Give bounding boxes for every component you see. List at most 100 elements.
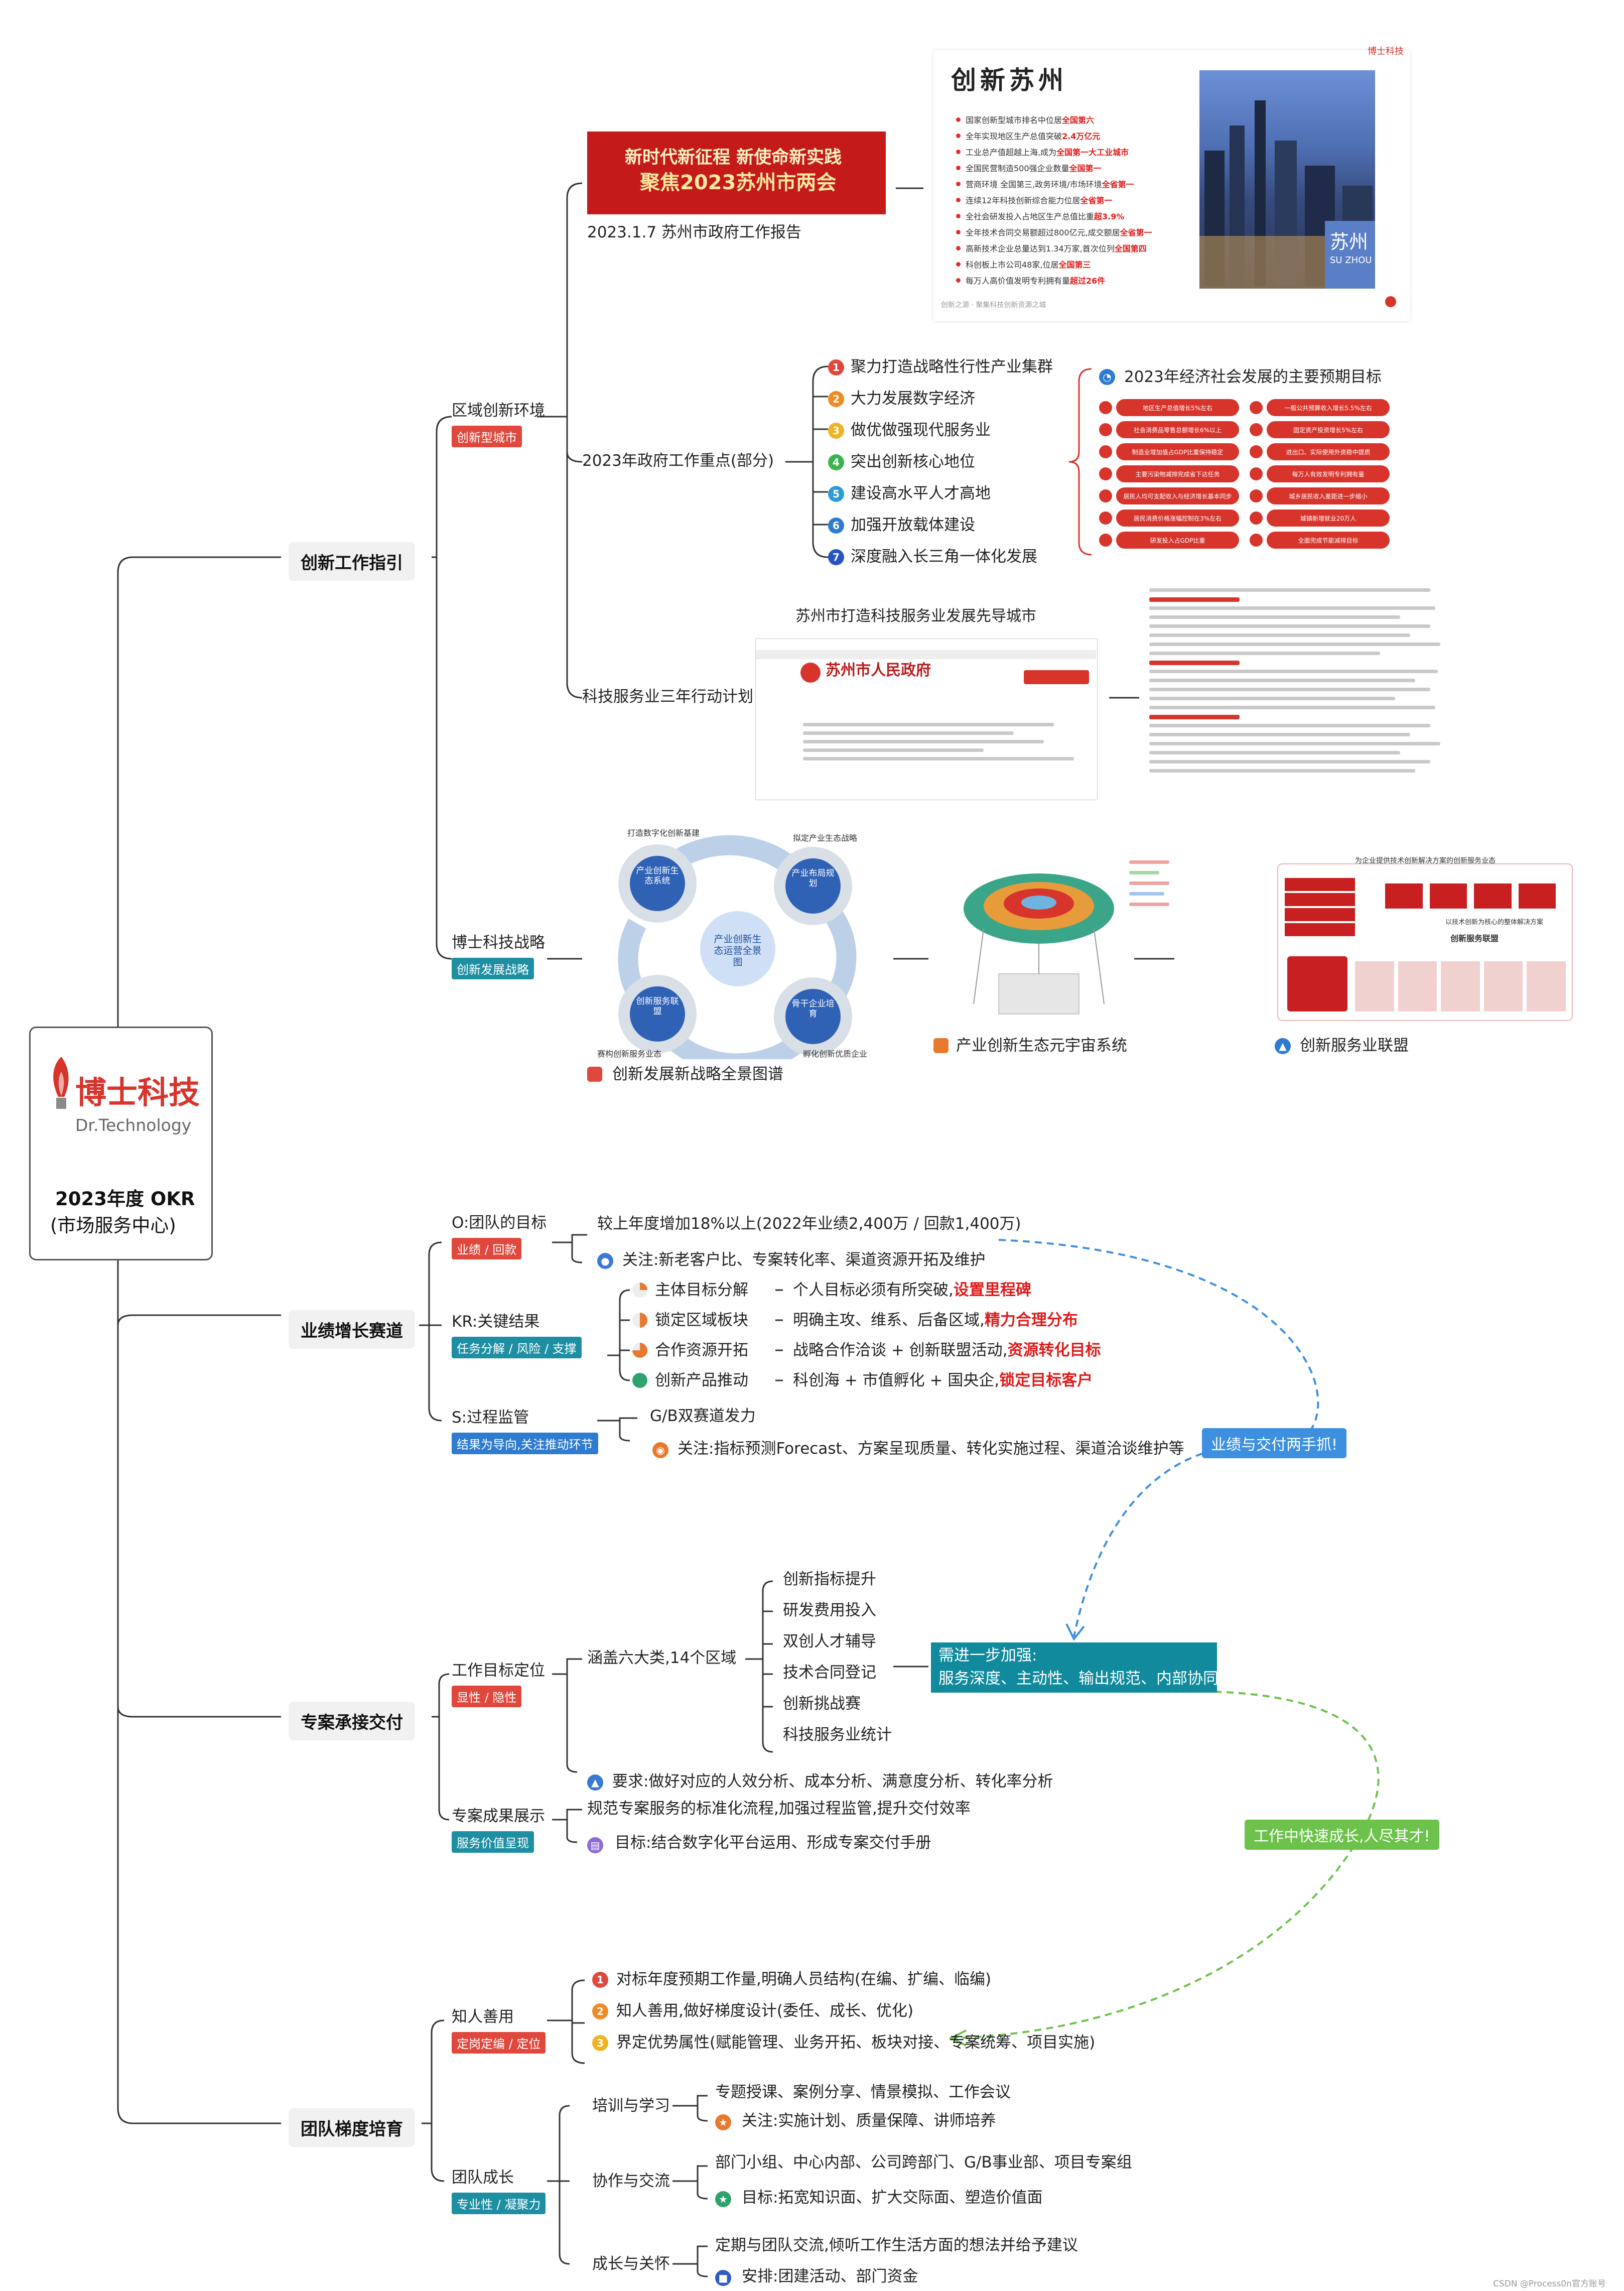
strategy-monitoring[interactable]: S:过程监管	[452, 1409, 529, 1427]
doc-text-line	[1149, 588, 1430, 592]
monitoring-item: G/B双赛道发力	[650, 1407, 756, 1425]
bullet-icon	[956, 197, 961, 202]
kr-item-name[interactable]: 合作资源开拓	[655, 1341, 748, 1359]
bullet-icon	[956, 165, 961, 170]
number-5-icon: 5	[828, 486, 844, 502]
showcase-target: 目标:结合数字化平台运用、形成专案交付手册	[615, 1834, 931, 1852]
suzhou-highlight-text: 科创板上市公司48家,位居	[966, 260, 1059, 270]
focus-item[interactable]: 加强开放载体建设	[851, 516, 975, 534]
focus-item[interactable]: 大力发展数字经济	[851, 390, 975, 408]
coverage: 涵盖六大类,14个区域	[587, 1649, 737, 1667]
care-focus: 安排:团建活动、部门资金	[742, 2267, 918, 2285]
talent-item: 对标年度预期工作量,明确人员结构(在编、扩编、临编)	[616, 1970, 992, 1988]
alliance-left-column	[1285, 876, 1355, 938]
gov-site-navbar	[756, 650, 1096, 659]
wheel-node: 产业布局规划	[791, 868, 835, 889]
focus-item[interactable]: 做优做强现代服务业	[851, 421, 991, 439]
goal-tile: 城乡居民收入差距进一步缩小	[1267, 487, 1390, 504]
service-category[interactable]: 科技服务业统计	[783, 1726, 892, 1744]
showcase-item: 规范专案服务的标准化流程,加强过程监管,提升交付效率	[587, 1800, 971, 1818]
objective[interactable]: O:团队的目标	[452, 1214, 547, 1232]
wheel-node: 创新服务联盟	[636, 996, 679, 1017]
suzhou-highlight-row: 营商环境 全国第三,政务环境/市场环境 全省第一	[956, 176, 1217, 192]
alliance-top-row	[1385, 883, 1556, 909]
kr-item-name[interactable]: 主体目标分解	[655, 1281, 748, 1299]
suzhou-highlight-row: 科创板上市公司48家,位居 全国第三	[956, 256, 1217, 272]
kr-item-text: 战略合作洽谈 + 创新联盟活动,	[793, 1341, 1008, 1359]
region-environment[interactable]: 区域创新环境	[452, 402, 545, 420]
need-strengthen-l1: 需进一步加强:	[938, 1646, 1037, 1665]
talent-item: 知人善用,做好梯度设计(委任、成长、优化)	[616, 2002, 914, 2020]
doc-text-line	[1149, 706, 1435, 709]
project-showcase[interactable]: 专案成果展示	[452, 1807, 545, 1825]
doc-text-line	[1149, 679, 1415, 682]
training-learning[interactable]: 培训与学习	[592, 2097, 670, 2115]
arrange-icon: ■	[715, 2270, 731, 2286]
section-innovation-guide[interactable]: 创新工作指引	[289, 542, 415, 581]
doc-text-line	[1149, 697, 1395, 700]
goal-icon	[1250, 512, 1263, 525]
logo-flame-icon	[46, 1052, 76, 1114]
wheel-label: 拟定产业生态战略	[793, 833, 858, 843]
focus-item[interactable]: 深度融入长三角一体化发展	[851, 548, 1037, 566]
service-category[interactable]: 创新指标提升	[783, 1570, 876, 1588]
goal-icon	[1099, 489, 1112, 502]
suzhou-highlight-value: 超3.9%	[1094, 212, 1125, 221]
suzhou-highlight-text: 工业总产值超越上海,成为	[966, 148, 1057, 157]
metaverse-icon	[933, 1038, 949, 1053]
gov-focus[interactable]: 2023年政府工作重点(部分)	[582, 452, 774, 470]
dr-strategy[interactable]: 博士科技战略	[452, 934, 545, 952]
bullet-icon	[956, 181, 961, 186]
gov-site-content	[803, 718, 1084, 766]
key-results[interactable]: KR:关键结果	[452, 1313, 540, 1331]
focus-item[interactable]: 突出创新核心地位	[851, 453, 975, 471]
kr-item-name[interactable]: 创新产品推动	[655, 1371, 748, 1389]
suzhou-highlight-row: 每万人高价值发明专利拥有量 超过26件	[956, 272, 1217, 288]
dr-strategy-tag: 创新发展战略	[452, 958, 534, 979]
doc-text-line	[1149, 742, 1440, 745]
doc-text-line	[1149, 606, 1435, 610]
number-1-icon: 1	[828, 359, 844, 375]
service-category[interactable]: 创新挑战赛	[783, 1695, 861, 1713]
section-performance-growth[interactable]: 业绩增长赛道	[289, 1310, 415, 1349]
doc-text-line	[1149, 760, 1430, 763]
team-growth[interactable]: 团队成长	[452, 2169, 514, 2187]
service-category[interactable]: 双创人才辅导	[783, 1632, 876, 1650]
kr-item-name[interactable]: 锁定区域板块	[655, 1311, 748, 1329]
doc-highlight-line	[1149, 715, 1240, 719]
focus-item[interactable]: 聚力打造战略性行性产业集群	[851, 358, 1053, 376]
doc-text-line	[1149, 733, 1410, 736]
number-4-icon: 4	[828, 454, 844, 470]
talent-usage[interactable]: 知人善用	[452, 2008, 514, 2026]
suzhou-highlight-value: 2.4万亿元	[1062, 132, 1101, 141]
goal-icon	[1250, 534, 1263, 547]
work-positioning[interactable]: 工作目标定位	[452, 1662, 545, 1680]
care-growth[interactable]: 成长与关怀	[592, 2255, 670, 2273]
doc-text-line	[1149, 643, 1440, 646]
service-category[interactable]: 研发费用投入	[783, 1601, 876, 1619]
section-project-delivery[interactable]: 专案承接交付	[289, 1702, 415, 1740]
number-3-icon: 3	[592, 2035, 608, 2051]
suzhou-highlight-text: 全年技术合同交易额超过800亿元,成交额居	[966, 228, 1120, 237]
service-category[interactable]: 技术合同登记	[783, 1664, 876, 1682]
bullet-icon	[956, 245, 961, 250]
kr-item-text: 科创海 + 市值孵化 + 国央企,	[793, 1371, 1000, 1389]
star-icon: ★	[715, 2114, 731, 2130]
goal-tile: 居民人均可支配收入与经济增长基本同步	[1116, 487, 1239, 504]
suzhou-city-label-box	[1325, 221, 1375, 289]
goal-icon	[1250, 401, 1263, 414]
doc-text-line	[1149, 652, 1380, 655]
doc-text-line	[1149, 615, 1400, 619]
wheel-center-text: 产业创新生态运营全景图	[714, 934, 762, 968]
service-plan[interactable]: 科技服务业三年行动计划	[582, 688, 753, 706]
suzhou-highlight-text: 高新技术企业总量达到1.34万家,首次位列	[966, 244, 1115, 253]
collaboration[interactable]: 协作与交流	[592, 2172, 670, 2190]
section-team-development[interactable]: 团队梯度培育	[289, 2108, 415, 2147]
goals-title: 2023年经济社会发展的主要预期目标	[1124, 368, 1382, 386]
number-3-icon: 3	[828, 423, 844, 439]
focus-item[interactable]: 建设高水平人才高地	[851, 484, 991, 502]
kr-item-desc: 明确主攻、维系、后备区域,精力合理分布	[793, 1311, 1078, 1330]
suzhou-city-en: SU ZHOU	[1330, 255, 1372, 266]
progress-pie-icon	[632, 1283, 647, 1298]
progress-pie-icon	[632, 1373, 647, 1388]
